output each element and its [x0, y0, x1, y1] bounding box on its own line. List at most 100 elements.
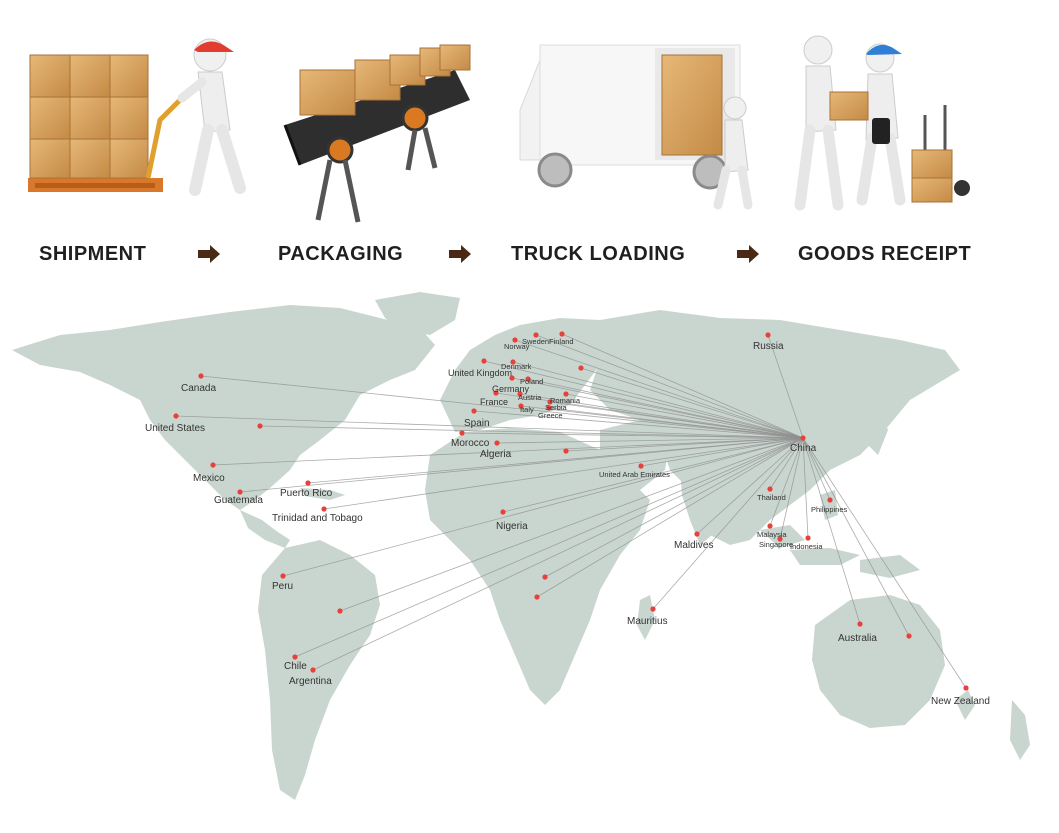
- city-label-poland: Poland: [520, 377, 543, 386]
- route-line-romania: [565, 393, 804, 439]
- route-line-algeria: [496, 437, 804, 444]
- truck-loading-icon: [519, 44, 753, 210]
- route-line-canada: [200, 375, 804, 439]
- step-label-packaging: PACKAGING: [278, 243, 403, 265]
- city-marker-serbia: [547, 399, 553, 405]
- city-marker-mauritius: [650, 606, 656, 612]
- city-marker-philippines: [827, 497, 833, 503]
- city-label-canada: Canada: [181, 383, 216, 394]
- city-label-nigeria: Nigeria: [496, 521, 528, 532]
- right-arrow-icon: [737, 245, 759, 263]
- city-marker-romania: [563, 391, 569, 397]
- route-line-indonesia: [802, 437, 809, 539]
- city-marker-peru: [280, 573, 286, 579]
- route-line-united-states: [175, 415, 804, 439]
- city-label-china: China: [790, 443, 817, 454]
- route-line: [580, 367, 804, 439]
- city-label-sweden: Sweden: [522, 337, 549, 346]
- city-marker-poland: [525, 376, 531, 382]
- city-label-chile: Chile: [284, 661, 307, 672]
- city-marker-maldives: [694, 531, 700, 537]
- city-marker-puerto-rico: [305, 480, 311, 486]
- route-line-puerto-rico: [307, 437, 804, 484]
- city-label-argentina: Argentina: [289, 676, 332, 687]
- route-line-australia: [802, 437, 861, 625]
- route-line: [536, 437, 804, 598]
- city-marker-austria: [517, 391, 523, 397]
- city-label-italy: Italy: [520, 405, 534, 414]
- route-line: [339, 437, 804, 612]
- city-marker-new-zealand: [963, 685, 969, 691]
- route-line-malaysia: [769, 437, 804, 527]
- city-label-denmark: Denmark: [501, 362, 532, 371]
- route-line-trinidad-and-tobago: [323, 437, 804, 510]
- city-marker-thailand: [767, 486, 773, 492]
- route-line-mauritius: [652, 437, 804, 610]
- city-marker: [542, 574, 548, 580]
- right-arrow-icon: [449, 245, 471, 263]
- route-line-sweden: [535, 334, 804, 439]
- city-marker: [563, 448, 569, 454]
- city-marker-spain: [471, 408, 477, 414]
- city-marker: [337, 608, 343, 614]
- city-marker-united-kingdom: [481, 358, 487, 364]
- route-line-finland: [561, 333, 804, 439]
- city-marker: [257, 423, 263, 429]
- route-line-spain: [473, 410, 804, 439]
- city-marker-russia: [765, 332, 771, 338]
- route-line-norway: [514, 339, 804, 439]
- city-marker-canada: [198, 373, 204, 379]
- route-line-austria: [519, 393, 804, 439]
- city-marker-morocco: [459, 430, 465, 436]
- city-markers: [173, 331, 969, 691]
- city-marker-guatemala: [237, 489, 243, 495]
- city-marker-argentina: [310, 667, 316, 673]
- route-line: [544, 437, 804, 578]
- route-line-greece: [548, 407, 804, 439]
- route-line: [565, 437, 804, 452]
- city-label-malaysia: Malaysia: [757, 530, 787, 539]
- city-label-germany: Germany: [492, 384, 530, 394]
- city-label-france: France: [480, 397, 508, 407]
- city-label-finland: Finland: [549, 337, 574, 346]
- city-marker-denmark: [510, 359, 516, 365]
- step-label-goods-receipt: GOODS RECEIPT: [798, 243, 971, 265]
- city-marker-united-states: [173, 413, 179, 419]
- city-label-mexico: Mexico: [193, 473, 225, 484]
- city-label-singapore: Singapore: [759, 540, 793, 549]
- city-label-maldives: Maldives: [674, 540, 713, 551]
- route-line-nigeria: [502, 437, 804, 513]
- city-label-guatemala: Guatemala: [214, 495, 263, 506]
- city-label-algeria: Algeria: [480, 449, 512, 460]
- city-marker-australia: [857, 621, 863, 627]
- route-line-poland: [527, 378, 804, 439]
- conveyor-belt-icon: [283, 44, 471, 223]
- city-marker-malaysia: [767, 523, 773, 529]
- city-label-norway: Norway: [504, 342, 530, 351]
- right-arrow-icon: [198, 245, 220, 263]
- city-label-trinidad-and-tobago: Trinidad and Tobago: [272, 513, 363, 524]
- city-marker-trinidad-and-tobago: [321, 506, 327, 512]
- city-label-united-kingdom: United Kingdom: [448, 368, 512, 378]
- route-line-chile: [294, 437, 804, 658]
- city-marker: [578, 365, 584, 371]
- city-label-morocco: Morocco: [451, 438, 490, 449]
- city-marker-algeria: [494, 440, 500, 446]
- city-marker-mexico: [210, 462, 216, 468]
- city-marker-finland: [559, 331, 565, 337]
- route-line-singapore: [779, 437, 804, 540]
- city-marker-indonesia: [805, 535, 811, 541]
- city-marker-singapore: [777, 536, 783, 542]
- city-label-new-zealand: New Zealand: [931, 696, 990, 707]
- city-label-puerto-rico: Puerto Rico: [280, 488, 333, 499]
- route-line-maldives: [696, 437, 804, 535]
- city-label-peru: Peru: [272, 581, 293, 592]
- city-marker-china: [800, 435, 806, 441]
- city-label-australia: Australia: [838, 633, 877, 644]
- route-line-guatemala: [239, 437, 804, 493]
- city-label-thailand: Thailand: [757, 493, 786, 502]
- city-marker-chile: [292, 654, 298, 660]
- city-label-romania: Romania: [550, 396, 581, 405]
- route-line: [802, 437, 910, 637]
